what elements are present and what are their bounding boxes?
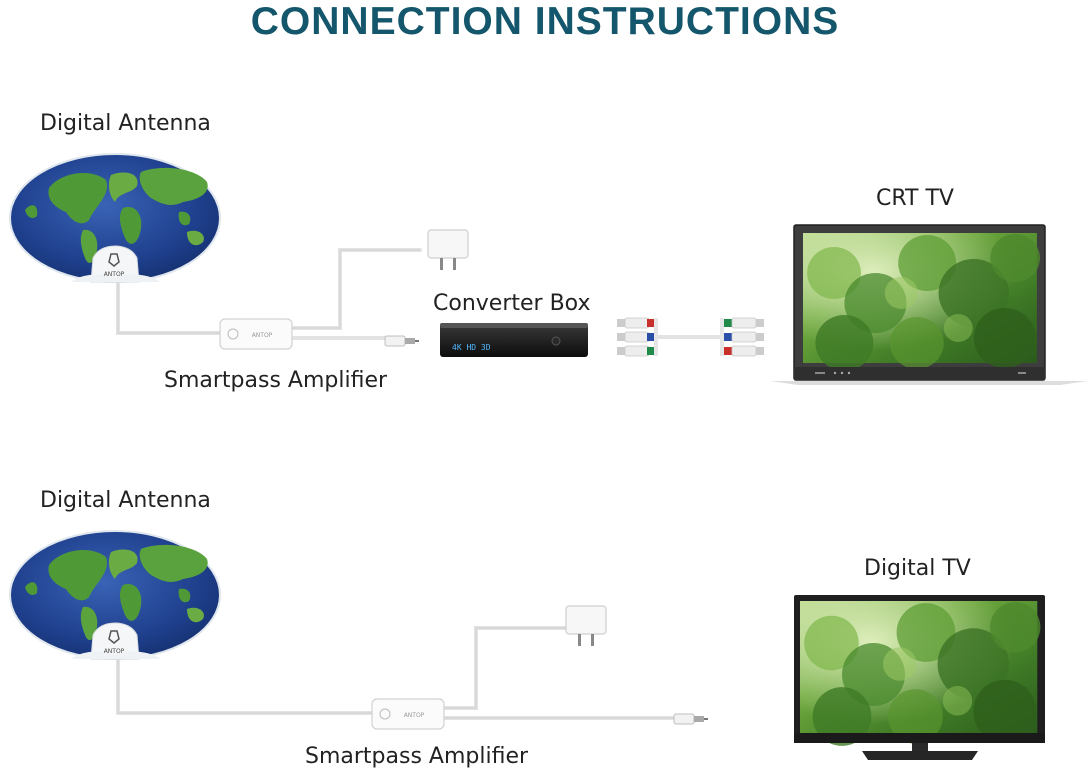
amplifier-label-1: Smartpass Amplifier xyxy=(164,368,388,393)
digital-antenna-1 xyxy=(10,154,220,282)
antenna-to-amplifier-cable-2 xyxy=(116,656,374,715)
cable-group-1-outline xyxy=(117,249,420,334)
antenna-logo-2: ANTOP xyxy=(104,648,125,655)
rca-plugs-left xyxy=(617,317,658,357)
coax-connector-1 xyxy=(384,335,420,347)
antenna-label-2: Digital Antenna xyxy=(40,488,211,513)
amplifier-to-plug-cable-2 xyxy=(440,626,568,710)
amplifier-label-2: Smartpass Amplifier xyxy=(305,744,529,769)
converter-box xyxy=(440,323,588,357)
antenna-label-1: Digital Antenna xyxy=(40,111,211,136)
digital-tv-label: Digital TV xyxy=(864,556,971,581)
rca-plugs-right xyxy=(720,317,764,357)
digital-antenna-2 xyxy=(10,531,220,659)
converter-box-label: Converter Box xyxy=(433,291,591,316)
digital-tv xyxy=(794,595,1045,760)
converter-display: 4K HD 3D xyxy=(452,343,491,352)
coax-connector-2 xyxy=(673,713,709,725)
power-adapter-2 xyxy=(565,605,607,647)
amplifier-to-plug-cable-1 xyxy=(290,248,422,330)
antenna-to-amplifier-cable-1 xyxy=(116,280,224,335)
amplifier-logo-2: ANTOP xyxy=(404,712,425,719)
crt-tv xyxy=(770,224,1088,385)
page-title: CONNECTION INSTRUCTIONS xyxy=(250,0,840,43)
amplifier-logo-1: ANTOP xyxy=(252,332,273,339)
power-adapter-1 xyxy=(427,229,469,271)
antenna-logo-1: ANTOP xyxy=(104,271,125,278)
crt-tv-label: CRT TV xyxy=(876,186,954,211)
cable-group-2-outline xyxy=(117,627,676,719)
